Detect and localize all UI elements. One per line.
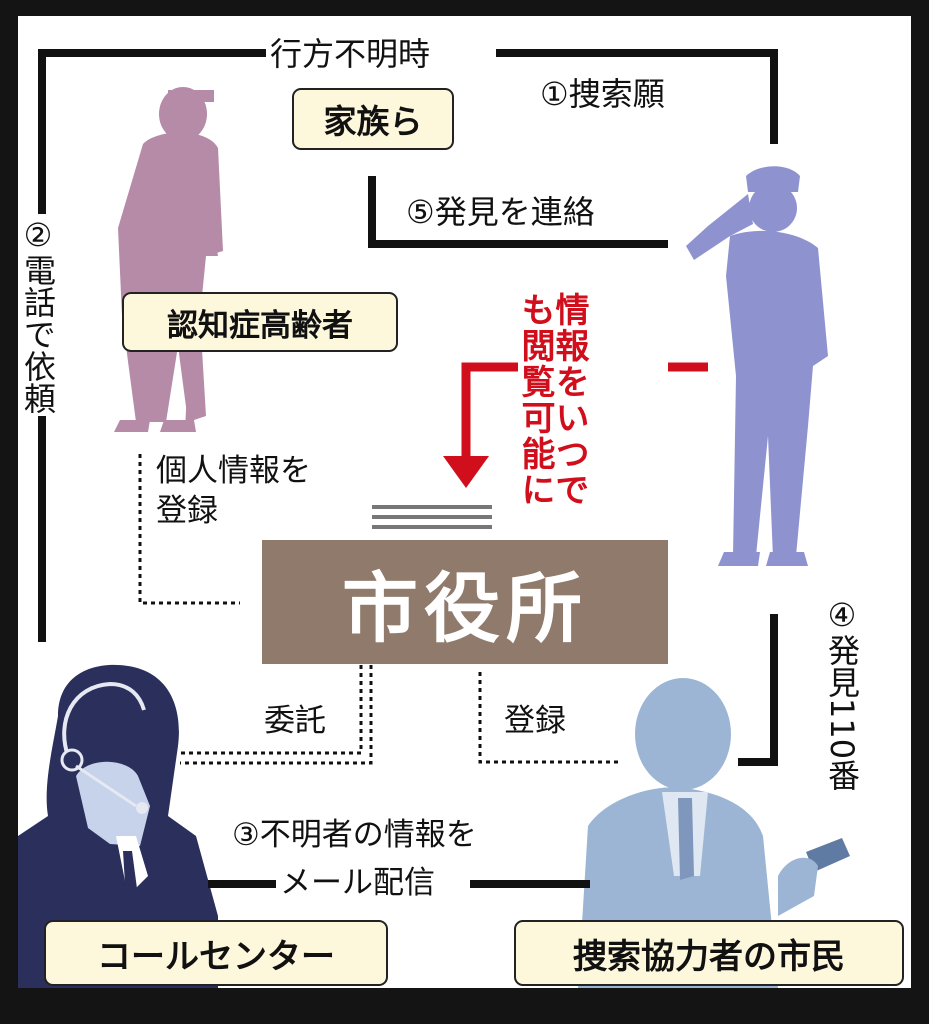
consign-label: 委託 <box>264 706 326 737</box>
register-personal-line2: 登録 <box>156 496 218 527</box>
step3-line2: メール配信 <box>280 868 435 899</box>
step5-label: ⑤発見を連絡 <box>406 196 595 228</box>
step2-label: ②電話で依頼 <box>22 214 54 416</box>
elderly-silhouette-icon <box>114 87 223 432</box>
red-arrowhead <box>443 456 489 488</box>
diagram-canvas: 行方不明時 家族ら ①捜索願 ⑤発見を連絡 ②電話で依頼 認知症高齢者 情報をい… <box>18 16 911 988</box>
step3-line1: ③不明者の情報を <box>232 820 477 851</box>
step4-label: ④発見110番 <box>826 596 858 806</box>
elderly-box: 認知症高齢者 <box>122 292 398 352</box>
step1-label: ①捜索願 <box>540 78 665 110</box>
register-label: 登録 <box>504 706 566 737</box>
family-box: 家族ら <box>292 88 454 150</box>
citizens-box: 捜索協力者の市民 <box>514 920 904 986</box>
register-personal-line1: 個人情報を <box>156 456 311 487</box>
city-hall-box: 市役所 <box>262 540 668 664</box>
info-anytime-label: 情報をいつでも閲覧可能に <box>518 292 586 524</box>
call-center-box: コールセンター <box>44 920 388 986</box>
city-hall-stripes <box>372 505 492 529</box>
arrow-red-info-access <box>466 367 518 471</box>
arrow-step4-report-110 <box>738 614 774 762</box>
missing-time-label: 行方不明時 <box>270 38 430 70</box>
